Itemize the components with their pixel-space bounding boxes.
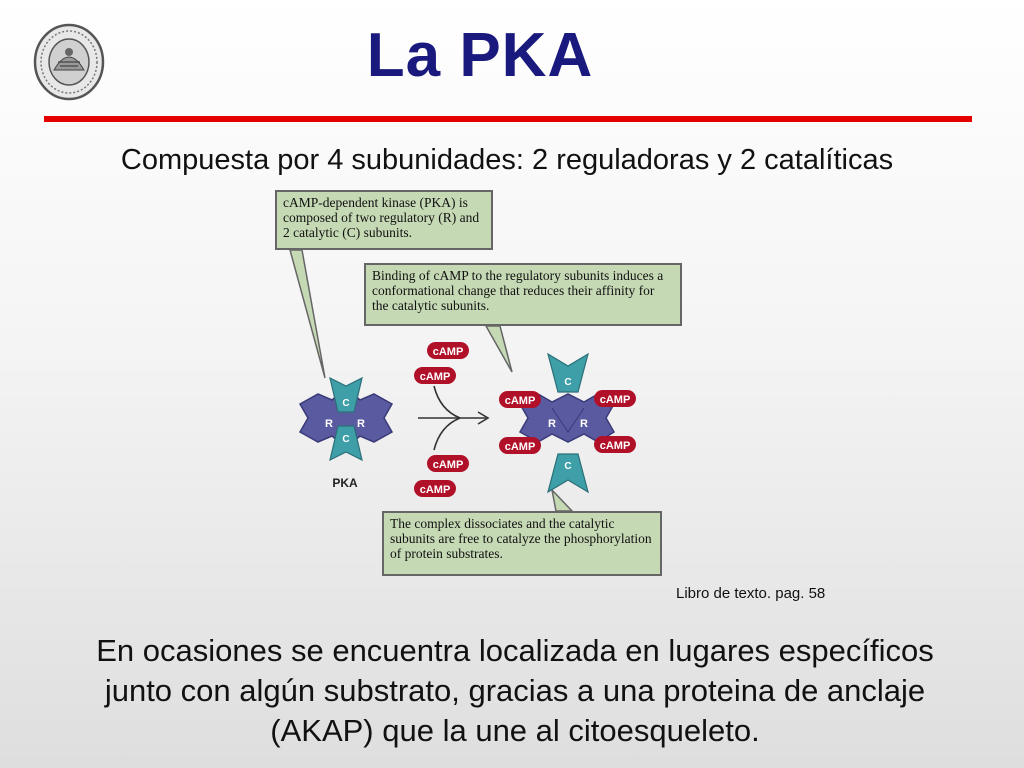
- catalytic-subunit-shape: [329, 376, 363, 413]
- catalytic-label: C: [564, 377, 571, 388]
- callout-dissociation: The complex dissociates and the catalyti…: [382, 511, 662, 576]
- camp-label: cAMP: [433, 459, 464, 471]
- pka-diagram: R R C C PKA cAMP cAMP cAMP cAMP: [270, 186, 690, 582]
- regulatory-dimer-camp-bound: R R: [518, 393, 616, 443]
- regulatory-label: R: [325, 418, 333, 430]
- pka-label: PKA: [332, 476, 358, 490]
- free-catalytic-subunit: C: [547, 453, 589, 494]
- callout-camp-binding: Binding of cAMP to the regulatory subuni…: [364, 263, 682, 326]
- camp-label: cAMP: [420, 371, 451, 383]
- camp-label: cAMP: [505, 441, 536, 453]
- free-catalytic-subunit: C: [547, 352, 589, 393]
- camp-label: cAMP: [505, 395, 536, 407]
- pka-complex: R R C C: [298, 376, 394, 462]
- catalytic-subunit-shape: [329, 425, 363, 462]
- callout-3-pointer: [550, 487, 574, 512]
- title-divider: [44, 116, 972, 122]
- camp-molecule: cAMP: [499, 391, 541, 408]
- camp-molecule: cAMP: [594, 390, 636, 407]
- camp-label: cAMP: [600, 394, 631, 406]
- camp-label: cAMP: [420, 484, 451, 496]
- camp-molecule: cAMP: [414, 480, 456, 497]
- source-note: Libro de texto. pag. 58: [676, 585, 826, 602]
- body-text: En ocasiones se encuentra localizada en …: [96, 633, 934, 748]
- page-title: La PKA: [366, 21, 594, 90]
- regulatory-label: R: [357, 418, 365, 430]
- callout-2-pointer: [484, 325, 513, 373]
- reaction-arrow: [418, 385, 490, 451]
- catalytic-label: C: [342, 398, 349, 409]
- university-seal-icon: [32, 22, 106, 102]
- regulatory-label: R: [548, 418, 556, 430]
- catalytic-label: C: [342, 434, 349, 445]
- camp-label: cAMP: [433, 346, 464, 358]
- camp-molecule: cAMP: [427, 455, 469, 472]
- camp-molecule: cAMP: [414, 367, 456, 384]
- regulatory-label: R: [580, 418, 588, 430]
- camp-label: cAMP: [600, 440, 631, 452]
- callout-1-pointer: [289, 249, 326, 379]
- camp-molecule: cAMP: [427, 342, 469, 359]
- subtitle: Compuesta por 4 subunidades: 2 regulador…: [120, 144, 894, 176]
- catalytic-label: C: [564, 461, 571, 472]
- camp-molecule: cAMP: [499, 437, 541, 454]
- camp-molecule: cAMP: [594, 436, 636, 453]
- callout-pka-composition: cAMP-dependent kinase (PKA) is composed …: [275, 190, 493, 250]
